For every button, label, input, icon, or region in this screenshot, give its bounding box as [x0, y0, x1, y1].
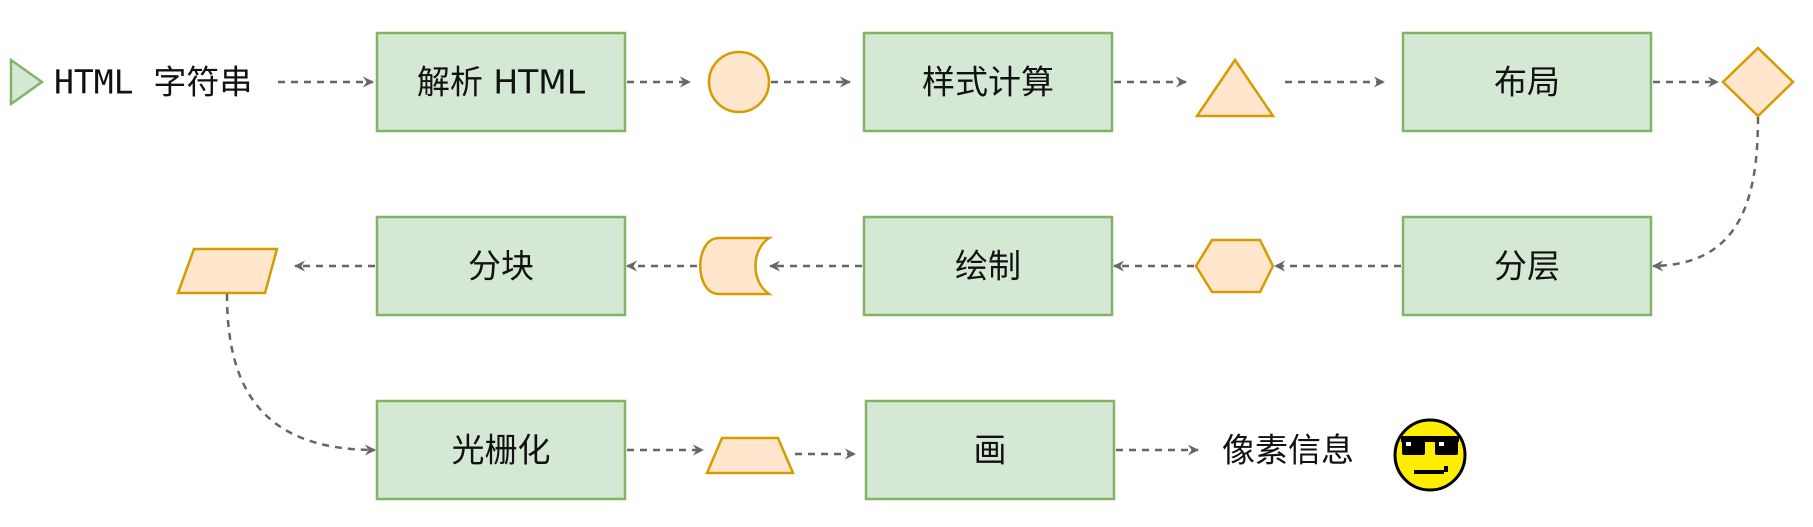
- triangle-shape: [1194, 57, 1276, 118]
- edge-parallelogram-to-raster: [225, 293, 376, 456]
- edge-diamond-to-layer: [1652, 116, 1760, 272]
- node-style-calc-label: 样式计算: [922, 63, 1054, 102]
- node-paint[interactable]: 绘制: [862, 215, 1114, 317]
- cool-smiley-icon: [1393, 418, 1467, 492]
- hexagon-shape: [1194, 238, 1275, 294]
- node-layer-label: 分层: [1494, 247, 1560, 286]
- diamond-shape: [1721, 46, 1795, 118]
- node-rasterize[interactable]: 光栅化: [375, 399, 627, 501]
- node-layout[interactable]: 布局: [1401, 31, 1653, 133]
- node-parse-html[interactable]: 解析 HTML: [375, 31, 627, 133]
- node-tile-label: 分块: [468, 247, 534, 286]
- stored-data-shape: [699, 236, 774, 296]
- node-draw-label: 画: [974, 431, 1007, 470]
- start-triangle-icon: [9, 57, 45, 107]
- output-label: 像素信息: [1222, 431, 1354, 470]
- node-layout-label: 布局: [1494, 63, 1560, 102]
- parallelogram-shape: [176, 247, 279, 295]
- node-draw[interactable]: 画: [864, 399, 1116, 501]
- trapezoid-shape: [705, 436, 795, 475]
- node-tile[interactable]: 分块: [375, 215, 627, 317]
- node-rasterize-label: 光栅化: [452, 431, 551, 470]
- node-layer[interactable]: 分层: [1401, 215, 1653, 317]
- node-parse-html-label: 解析 HTML: [417, 63, 586, 102]
- input-label: HTML 字符串: [54, 63, 252, 102]
- node-style-calc[interactable]: 样式计算: [862, 31, 1114, 133]
- node-paint-label: 绘制: [955, 247, 1021, 286]
- circle-shape: [707, 50, 771, 114]
